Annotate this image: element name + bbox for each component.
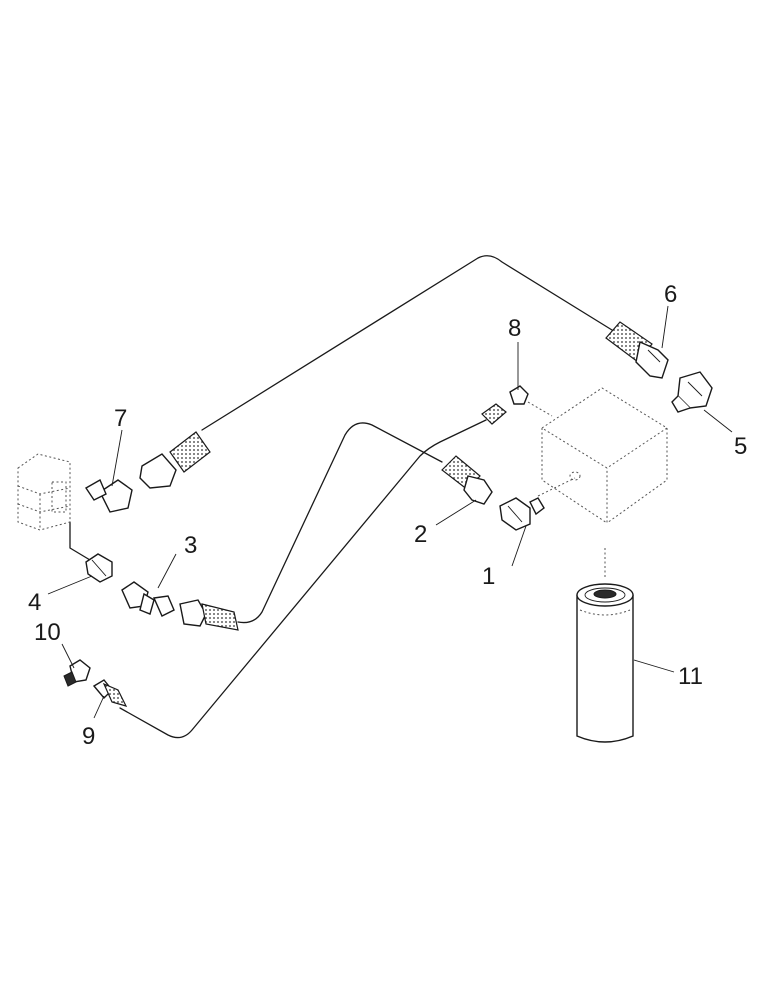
elbow-fitting-5	[671, 371, 713, 413]
hose-end-3	[179, 599, 239, 631]
hose-end-6	[605, 321, 669, 379]
callout-3: 3	[184, 532, 197, 559]
callout-7: 7	[114, 405, 127, 432]
hose-upper	[201, 255, 613, 431]
leader-dash-1	[537, 477, 576, 497]
filter-head-block	[541, 387, 668, 578]
callout-9: 9	[82, 723, 95, 750]
callout-11: 11	[678, 663, 703, 690]
leader-lines	[47, 305, 733, 719]
callout-2: 2	[414, 521, 427, 548]
hose-end-9	[92, 679, 128, 707]
elbow-fitting-8	[481, 385, 529, 425]
elbow-fitting-1	[499, 497, 545, 531]
filter-element	[576, 583, 634, 743]
hose-short-left	[69, 521, 91, 561]
callout-8: 8	[508, 315, 521, 342]
fitting-10	[63, 659, 91, 687]
hose-middle	[237, 422, 443, 624]
adapter-4	[85, 553, 113, 583]
callout-5: 5	[734, 433, 747, 460]
callout-1: 1	[482, 563, 495, 590]
valve-block-left	[17, 453, 71, 531]
swivel-fitting-3	[121, 581, 175, 617]
hose-lower	[119, 419, 487, 739]
hose-end-2	[441, 455, 493, 505]
callout-10: 10	[34, 619, 61, 646]
callout-4: 4	[28, 589, 41, 616]
callout-6: 6	[664, 281, 677, 308]
hose-end-7	[85, 431, 211, 513]
leader-dash-8	[527, 401, 553, 417]
